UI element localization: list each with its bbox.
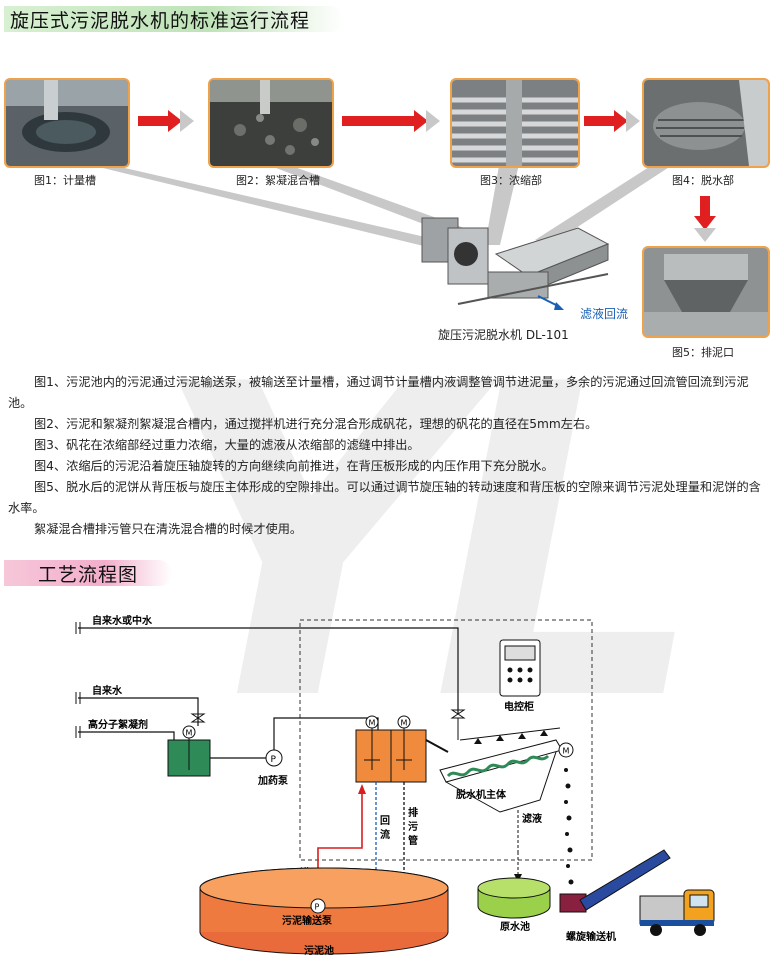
photo-thickening-section	[450, 78, 580, 168]
sludge-cake-drops	[564, 768, 574, 885]
screw-conveyor	[579, 849, 671, 911]
paragraph-note: 絮凝混合槽排污管只在清洗混合槽的时候才使用。	[34, 522, 303, 536]
caption-step-3: 图3：浓缩部	[480, 174, 542, 187]
main-body-motor: M	[563, 747, 570, 756]
photo-connectors	[70, 160, 680, 250]
section-title-2: 工艺流程图	[38, 563, 139, 586]
label-drain-2: 污	[408, 820, 418, 833]
section-header-process-diagram: 工艺流程图	[4, 560, 172, 586]
label-sludge-tank: 污泥池	[304, 944, 334, 957]
paragraph-step-3: 图3、矾花在浓缩部经过重力浓缩，大量的滤液从浓缩部的滤缝中排出。	[34, 438, 420, 452]
caption-step-4: 图4：脱水部	[672, 174, 734, 187]
label-tap-or-reclaimed: 自来水或中水	[92, 614, 153, 627]
arrow-2-to-3	[342, 110, 440, 132]
photo-mixing-tank	[208, 78, 334, 168]
connector-2	[255, 160, 470, 236]
dosing-pump-letter: P	[271, 755, 277, 765]
label-dosing-pump: 加药泵	[257, 774, 289, 787]
polymer-motor-symbol: M	[186, 729, 193, 738]
sludge-pump-letter: P	[315, 903, 320, 912]
truck	[639, 889, 715, 936]
paragraph-step-4: 图4、浓缩后的污泥沿着旋压轴旋转的方向继续向前推进，在背压板形成的内压作用下充分…	[34, 459, 554, 473]
caption-step-5: 图5：排泥口	[672, 346, 734, 359]
label-return-2: 流	[380, 828, 390, 841]
photo-sludge-outlet	[642, 246, 770, 338]
filtrate-return-label: 滤液回流	[580, 307, 629, 321]
label-drain-1: 排	[408, 806, 418, 819]
connector-3	[485, 160, 520, 245]
label-control-cabinet: 电控柜	[504, 700, 534, 713]
label-sludge-pump: 污泥输送泵	[282, 914, 333, 927]
paragraph-step-2: 图2、污泥和絮凝剂絮凝混合槽内，通过搅拌机进行充分混合形成矾花，理想的矾花的直径…	[34, 417, 598, 431]
caption-step-2: 图2：絮凝混合槽	[236, 174, 320, 187]
label-drain-3: 管	[408, 834, 418, 847]
polymer-line	[78, 731, 175, 740]
label-main-body: 脱水机主体	[456, 788, 507, 801]
label-polymer: 高分子絮凝剂	[88, 718, 148, 731]
machine-illustration	[421, 217, 610, 310]
label-return-1: 回	[380, 815, 390, 827]
arrow-1-to-2	[138, 110, 194, 132]
label-filtrate: 滤液	[522, 812, 542, 825]
photo-metering-tank	[4, 78, 130, 168]
tap-water-line	[78, 697, 199, 726]
arrow-3-to-4	[584, 110, 640, 132]
paragraph-step-5: 图5、脱水后的泥饼从背压板与旋压主体形成的空隙排出。可以通过调节旋压轴的转动速度…	[8, 480, 761, 515]
mixer-motor-1: M	[369, 719, 376, 728]
section-header-operation-flow: 旋压式污泥脱水机的标准运行流程	[4, 6, 344, 32]
section-title: 旋压式污泥脱水机的标准运行流程	[10, 9, 311, 32]
label-screw-conveyor: 螺旋输送机	[566, 930, 616, 943]
label-raw-water-tank: 原水池	[500, 920, 530, 933]
process-flow-diagram: 自来水或中水 自来水 高分子絮凝剂 M P 加药泵 M M 电控柜 M 脱水机主…	[75, 614, 715, 957]
connector-1	[70, 160, 460, 250]
label-tap-water: 自来水	[92, 684, 123, 697]
machine-caption: 旋压污泥脱水机 DL-101	[438, 328, 569, 342]
reclaimed-water-line	[78, 627, 459, 714]
photo-dewatering-section	[642, 78, 770, 168]
connector-4	[535, 160, 680, 245]
description-text: 图1、污泥池内的污泥通过污泥输送泵，被输送至计量槽，通过调节计量槽内液调整管调节…	[8, 372, 764, 540]
watermark: YL	[150, 295, 705, 795]
paragraph-step-1: 图1、污泥池内的污泥通过污泥输送泵，被输送至计量槽，通过调节计量槽内液调整管调节…	[8, 375, 749, 410]
mixer-motor-2: M	[401, 719, 408, 728]
machine-boundary	[299, 619, 593, 861]
caption-step-1: 图1：计量槽	[34, 174, 96, 187]
arrow-4-to-5	[694, 196, 716, 242]
